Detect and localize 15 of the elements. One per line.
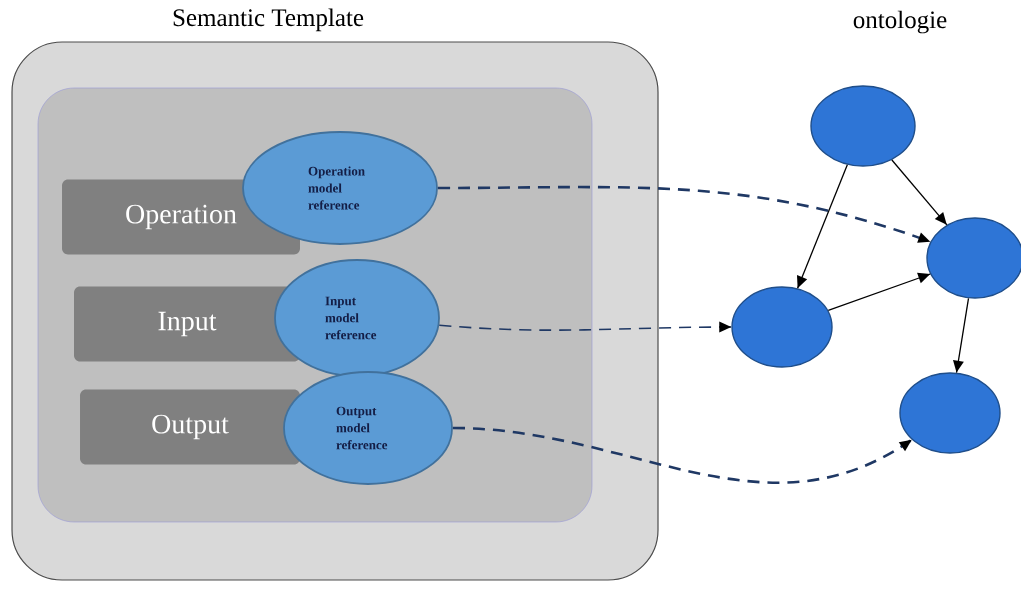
ontology-node [810,85,916,167]
arrow [452,426,913,484]
ontology-node [731,286,833,368]
arrow [796,164,848,289]
ontology-node [899,372,1001,454]
arrow [437,185,931,243]
node-label: Semantic Template [173,8,364,32]
arrow [953,297,970,374]
ontology-node [926,217,1021,299]
heading: ontologie [853,10,947,34]
arrow [827,272,931,312]
field-box: Output [80,389,300,465]
arrow [438,321,733,333]
field-box: Input [74,286,300,362]
arrow [891,159,948,226]
